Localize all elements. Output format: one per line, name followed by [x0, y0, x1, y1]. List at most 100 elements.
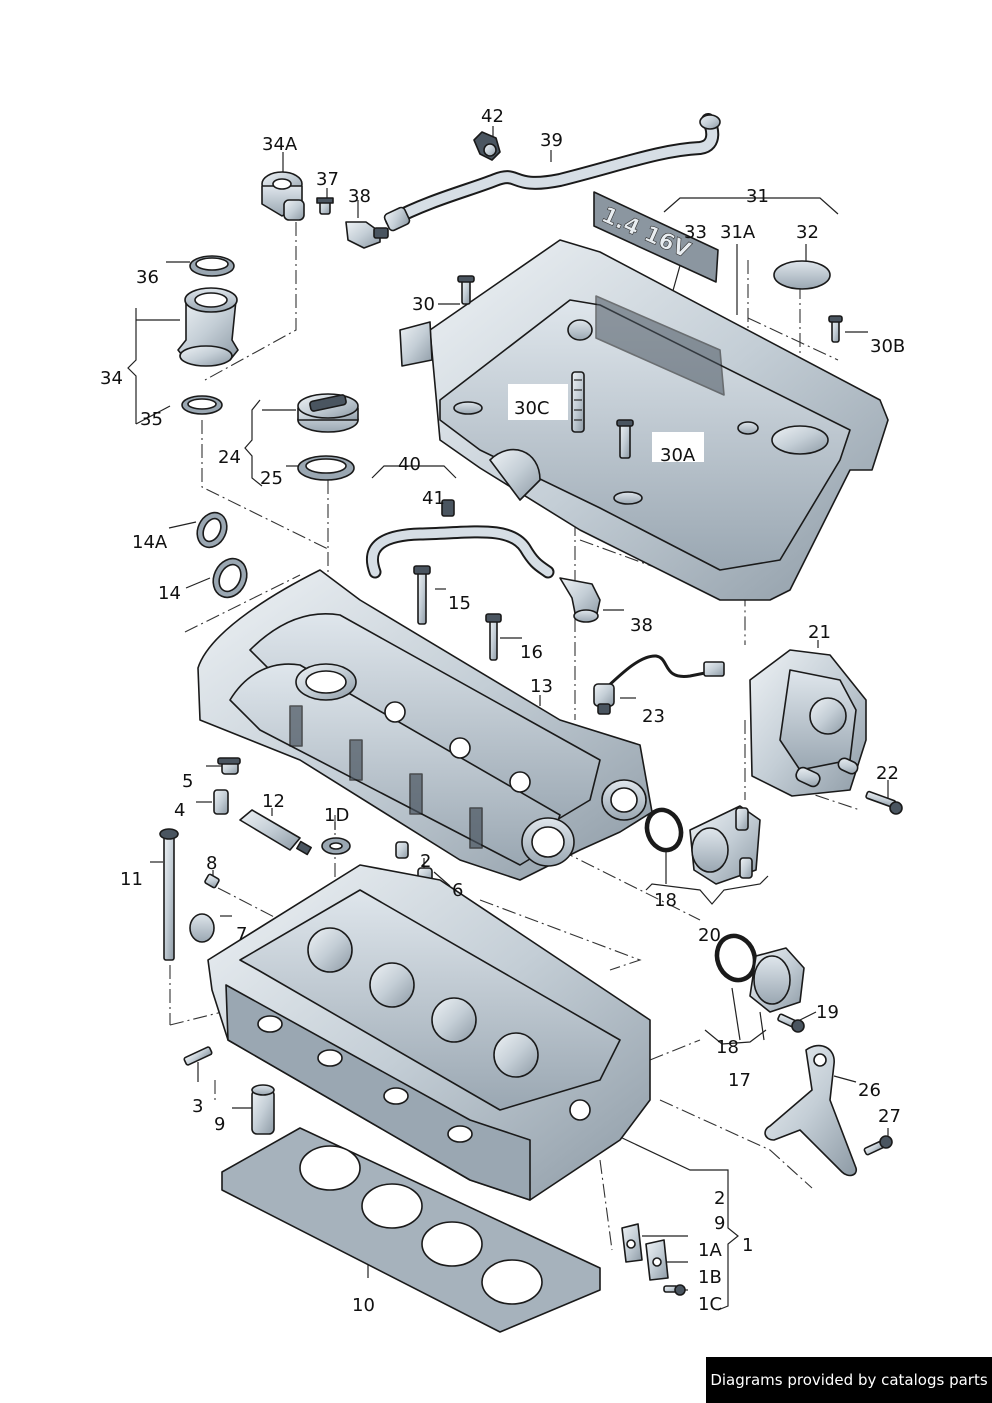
label-12: 12 [262, 791, 285, 812]
clip-41 [441, 499, 455, 517]
hose-clip-42 [473, 131, 501, 161]
label-36: 36 [136, 267, 159, 288]
label-14a: 14A [132, 532, 168, 553]
label-34a: 34A [262, 134, 298, 155]
label-13: 13 [530, 676, 553, 697]
label-31: 31 [746, 186, 769, 207]
pin-8 [204, 873, 220, 889]
label-27: 27 [878, 1106, 901, 1127]
label-19: 19 [816, 1002, 839, 1023]
label-3: 3 [192, 1096, 203, 1117]
label-30: 30 [412, 294, 435, 315]
label-5: 5 [182, 771, 193, 792]
label-32: 32 [796, 222, 819, 243]
dowel-pin [395, 841, 409, 859]
screw-37 [316, 197, 334, 215]
label-2-small: 2 [420, 851, 431, 872]
label-39: 39 [540, 130, 563, 151]
label-14: 14 [158, 583, 181, 604]
label-1: 1 [742, 1235, 753, 1256]
label-8: 8 [206, 853, 217, 874]
label-20: 20 [698, 925, 721, 946]
oring-20 [714, 933, 758, 983]
label-42: 42 [481, 106, 504, 127]
label-7: 7 [236, 924, 247, 945]
flange-17 [689, 805, 761, 885]
screw-30 [457, 275, 475, 305]
bolt-19 [777, 1013, 805, 1033]
label-21: 21 [808, 622, 831, 643]
label-bg-30a [652, 432, 704, 462]
callout-labels: 42 39 34A 37 38 31 33 31A 32 36 30 30B 3… [100, 106, 905, 1316]
filler-neck-34 [177, 287, 239, 367]
sensor-23 [593, 654, 725, 715]
plug-5 [217, 757, 241, 775]
seal-14 [212, 557, 248, 599]
connector-38 [559, 577, 601, 623]
label-30c: 30C [514, 398, 549, 419]
label-1d: 1D [324, 805, 349, 826]
plate-1b [645, 1239, 669, 1281]
housing-21 [749, 649, 867, 797]
label-11: 11 [120, 869, 143, 890]
label-24: 24 [218, 447, 241, 468]
label-35: 35 [140, 409, 163, 430]
label-22: 22 [876, 763, 899, 784]
head-gasket-10 [221, 1127, 601, 1333]
stud-3 [183, 1046, 213, 1066]
screw-30a [616, 419, 634, 459]
label-4: 4 [174, 800, 185, 821]
cylinder-head [207, 864, 651, 1201]
label-30b: 30B [870, 336, 905, 357]
label-1c: 1C [698, 1294, 722, 1315]
oil-cap-24 [297, 393, 359, 433]
label-31a: 31A [720, 222, 756, 243]
label-37: 37 [316, 169, 339, 190]
sealant-tube-12 [239, 809, 312, 856]
label-26: 26 [858, 1080, 881, 1101]
label-41: 41 [422, 488, 445, 509]
breather-hose-39 [383, 113, 721, 232]
label-2: 2 [714, 1188, 725, 1209]
label-30a: 30A [660, 445, 696, 466]
label-1a: 1A [698, 1240, 722, 1261]
label-34: 34 [100, 368, 123, 389]
screw-30b [828, 315, 843, 343]
label-38: 38 [630, 615, 653, 636]
connector-38-top [345, 221, 389, 249]
seal-14a [196, 511, 228, 549]
label-10: 10 [352, 1295, 375, 1316]
label-16: 16 [520, 642, 543, 663]
sleeve-4 [213, 789, 229, 815]
label-25: 25 [260, 468, 283, 489]
bolt-11 [159, 828, 179, 961]
label-15: 15 [448, 593, 471, 614]
oring-18a [644, 807, 684, 853]
label-1b: 1B [698, 1267, 722, 1288]
seal-25 [297, 455, 355, 481]
label-23: 23 [642, 706, 665, 727]
screw-1c [663, 1284, 686, 1296]
bolt-22 [865, 790, 903, 815]
label-33: 33 [684, 222, 707, 243]
label-bg-30c [508, 384, 568, 420]
label-40: 40 [398, 454, 421, 475]
bolt-16 [485, 613, 502, 661]
plate-1a [621, 1223, 643, 1263]
label-9: 9 [714, 1213, 725, 1234]
cover-cap-32 [773, 260, 831, 290]
washer-1d [321, 837, 351, 855]
sleeve-9 [251, 1084, 275, 1135]
seal-35 [181, 395, 223, 415]
thermostat-cover [749, 947, 805, 1013]
label-9-small: 9 [214, 1114, 225, 1135]
label-38-top: 38 [348, 186, 371, 207]
screw-30c [571, 371, 585, 433]
camshaft-housing-13 [197, 569, 653, 881]
label-18-bottom: 18 [716, 1037, 739, 1058]
hose-40 [365, 525, 555, 579]
label-18-top: 18 [654, 890, 677, 911]
credit-banner: Diagrams provided by catalogs parts [706, 1357, 992, 1403]
pcv-valve-34a [261, 171, 305, 221]
